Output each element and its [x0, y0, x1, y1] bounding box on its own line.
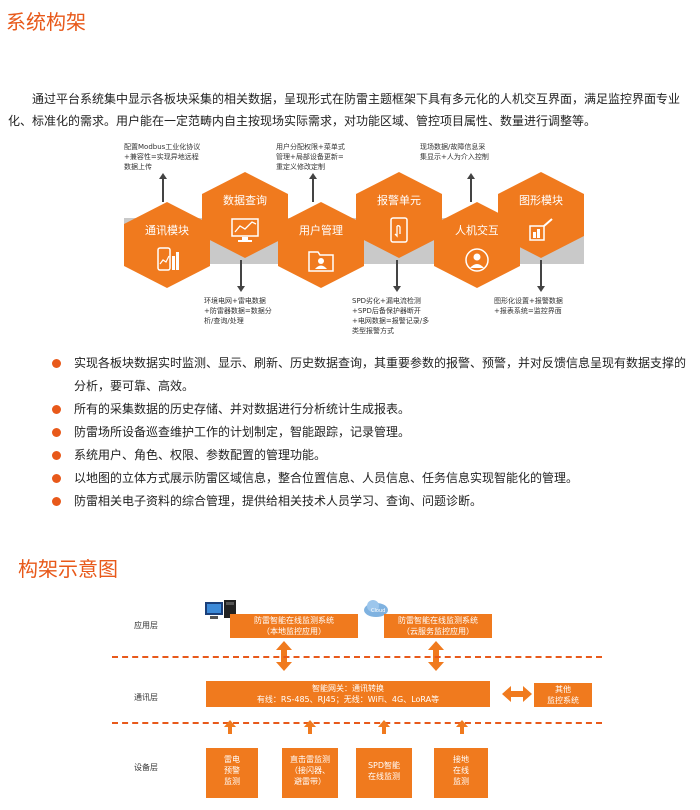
intro-paragraph: 通过平台系统集中显示各板块采集的相关数据，呈现形式在防雷主题框架下具有多元化的人… [8, 92, 681, 128]
bullet-dot [52, 451, 61, 460]
note-data: 环境电网+雷电数据+防雷器数据=数据分析/查询/处理 [204, 297, 272, 325]
layer-divider [112, 722, 602, 724]
bullet-text: 防雷相关电子资料的综合管理，提供给相关技术人员学习、查询、问题诊断。 [74, 494, 483, 508]
arrow-up-icon [224, 720, 236, 734]
hex-label: 通讯模块 [145, 224, 189, 237]
gateway-detail: 有线：RS-485、RJ45；无线：WiFi、4G、LoRA等 [256, 695, 440, 704]
cloud-label: Cloud [371, 608, 385, 614]
app-local-box: 防雷智能在线监测系统 （本地监控应用） [230, 614, 358, 638]
bullet-dot [52, 428, 61, 437]
bullet-dot [52, 405, 61, 414]
arrow-down [540, 260, 542, 288]
folder-user-icon [308, 251, 334, 272]
list-item: 实现各板块数据实时监测、显示、刷新、历史数据查询，其重要参数的报警、预警，并对反… [52, 352, 692, 398]
bullet-dot [52, 497, 61, 506]
layer-divider [112, 656, 602, 658]
section-title-diagram: 构架示意图 [18, 557, 118, 581]
note-user: 用户分配权限+菜单式管理+局部设备更新=重定义修改定制 [276, 143, 345, 171]
bullet-text: 实现各板块数据实时监测、显示、刷新、历史数据查询，其重要参数的报警、预警，并对反… [74, 356, 687, 393]
arrow-head [393, 286, 401, 292]
bullet-dot [52, 474, 61, 483]
list-item: 以地图的立体方式展示防雷区域信息，整合位置信息、人员信息、任务信息实现智能化的管… [52, 467, 692, 490]
layer-label-comm: 通讯层 [134, 693, 158, 702]
note-graphics: 图形化设置+报警数据+报表系统=监控界面 [494, 297, 563, 315]
hex-graphics-module: 图形模块 [498, 172, 584, 258]
hex-data-query: 数据查询 [202, 172, 288, 258]
arrow-down [240, 260, 242, 288]
touch-hand-icon [390, 217, 408, 243]
hand-graph-icon [529, 218, 553, 241]
layer-label-device: 设备层 [134, 763, 158, 772]
bullet-text: 防雷场所设备巡查维护工作的计划制定，智能跟踪，记录管理。 [74, 425, 411, 439]
arrow-up [470, 178, 472, 202]
gateway-box: 智能网关：通讯转换 有线：RS-485、RJ45；无线：WiFi、4G、LoRA… [206, 681, 490, 707]
gateway-title: 智能网关：通讯转换 [312, 684, 384, 693]
device-direct-strike: 直击雷监测 （接闪器、 避雷带） [282, 748, 338, 798]
arrow-up [312, 178, 314, 202]
hex-user-management: 用户管理 [278, 202, 364, 288]
hex-alarm-unit: 报警单元 [356, 172, 442, 258]
arrow-up [162, 178, 164, 202]
note-comm: 配置Modbus工业化协议+兼容性=实现异地远程数据上传 [124, 143, 201, 171]
device-spd-monitor: SPD智能 在线监测 [356, 748, 412, 798]
hex-label: 人机交互 [455, 224, 499, 237]
device-grounding-monitor: 接地 在线 监测 [434, 748, 488, 798]
hex-label: 图形模块 [519, 194, 563, 207]
app-cloud-box: 防雷智能在线监测系统 （云服务监控应用） [384, 614, 492, 638]
module-diagram: 通讯模块 数据查询 用户管理 报警单元 人机交互 图形模块 配置Modbus工业… [124, 140, 584, 352]
double-arrow-horizontal [502, 686, 532, 702]
monitor-chart-icon [231, 218, 259, 242]
bullet-text: 系统用户、角色、权限、参数配置的管理功能。 [74, 448, 327, 462]
arrow-head [537, 286, 545, 292]
hex-label: 报警单元 [377, 194, 421, 207]
layer-label-app: 应用层 [134, 621, 158, 630]
note-alarm: SPD劣化+漏电流检测+SPD后备保护器断开+电网数据=报警记录/多类型报警方式 [352, 297, 430, 335]
feature-list: 实现各板块数据实时监测、显示、刷新、历史数据查询，其重要参数的报警、预警，并对反… [52, 352, 692, 513]
person-gear-icon [465, 248, 489, 272]
list-item: 所有的采集数据的历史存储、并对数据进行分析统计生成报表。 [52, 398, 692, 421]
other-systems-box: 其他 监控系统 [534, 683, 592, 707]
arrow-down [396, 260, 398, 288]
device-lightning-warning: 雷电 预警 监测 [206, 748, 258, 798]
list-item: 防雷场所设备巡查维护工作的计划制定，智能跟踪，记录管理。 [52, 421, 692, 444]
note-hmi: 现场数据/故障信息采集显示+人为介入控制 [420, 143, 489, 161]
arrow-up-icon [304, 720, 316, 734]
arrow-up-icon [378, 720, 390, 734]
list-item: 系统用户、角色、权限、参数配置的管理功能。 [52, 444, 692, 467]
list-item: 防雷相关电子资料的综合管理，提供给相关技术人员学习、查询、问题诊断。 [52, 490, 692, 513]
arrow-head [309, 173, 317, 179]
arrow-up-icon [456, 720, 468, 734]
arrow-head [237, 286, 245, 292]
phone-chart-icon [157, 247, 179, 271]
hex-comm-module: 通讯模块 [124, 202, 210, 288]
cloud-icon: Cloud [364, 600, 388, 617]
arrow-head [159, 173, 167, 179]
hex-label: 数据查询 [223, 194, 267, 207]
bullet-text: 所有的采集数据的历史存储、并对数据进行分析统计生成报表。 [74, 402, 411, 416]
computer-icon [205, 600, 236, 619]
bullet-dot [52, 359, 61, 368]
arrow-head [467, 173, 475, 179]
hex-label: 用户管理 [299, 224, 343, 237]
section-title-architecture: 系统构架 [6, 10, 86, 34]
bullet-text: 以地图的立体方式展示防雷区域信息，整合位置信息、人员信息、任务信息实现智能化的管… [74, 471, 579, 485]
